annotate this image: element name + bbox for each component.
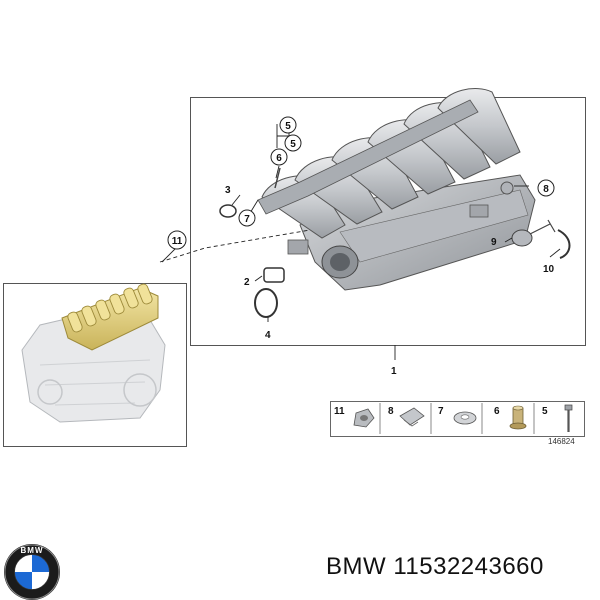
- legend-item-5: 5: [542, 404, 573, 432]
- callout-label: 7: [244, 214, 250, 225]
- callout-label: 10: [543, 264, 555, 275]
- legend-item-6: 6: [494, 405, 527, 430]
- leader-lines: [159, 124, 561, 360]
- bolt-icon: [564, 404, 573, 432]
- callout-4: 4: [265, 330, 271, 341]
- brand-name: BMW: [326, 553, 387, 580]
- callout-label: 2: [244, 277, 250, 288]
- callout-label: 6: [276, 153, 282, 164]
- callout-label: 5: [285, 121, 291, 132]
- callout-3: 3: [225, 185, 231, 196]
- clip-nut-icon: [399, 407, 425, 427]
- callout-label: 3: [225, 185, 231, 196]
- callout-9: 9: [491, 237, 497, 248]
- legend-item-11: 11: [334, 406, 375, 428]
- callout-label: 1: [391, 366, 397, 377]
- callout-label: 9: [491, 237, 497, 248]
- callout-2: 2: [244, 277, 250, 288]
- callout-8: 8: [537, 179, 555, 197]
- part-number-caption: BMW 11532243660: [326, 553, 544, 581]
- nut-icon: [353, 408, 375, 428]
- diagram-code: 146824: [548, 437, 575, 446]
- legend-items: 11 8 7 6: [334, 403, 573, 434]
- callout-label: 5: [290, 139, 296, 150]
- callout-1: 1: [391, 366, 397, 377]
- callout-label: 11: [172, 236, 183, 247]
- callout-label: 4: [265, 330, 271, 341]
- legend-item-7: 7: [438, 406, 477, 425]
- legend-number: 6: [494, 406, 500, 417]
- sealing-ring-icon: [453, 411, 477, 425]
- callout-7: 7: [238, 209, 256, 227]
- bmw-roundel-logo: BMW: [4, 544, 60, 600]
- logo-brand-text: BMW: [21, 546, 44, 555]
- callout-5-mid: 5: [284, 134, 302, 152]
- callout-10: 10: [543, 264, 555, 275]
- callout-5-top: 5: [279, 116, 297, 134]
- callout-11: 11: [167, 230, 187, 250]
- legend-number: 11: [334, 406, 345, 417]
- engine-overview-illustration: [21, 283, 166, 423]
- legend-number: 5: [542, 406, 548, 417]
- callout-6: 6: [270, 148, 288, 166]
- spacer-sleeve-icon: [509, 405, 527, 430]
- highlighted-manifold: [61, 283, 159, 351]
- legend-number: 8: [388, 406, 394, 417]
- part-number: 11532243660: [393, 553, 544, 580]
- callout-label: 8: [543, 184, 549, 195]
- legend-number: 7: [438, 406, 444, 417]
- legend-item-8: 8: [388, 406, 425, 427]
- intake-manifold-illustration: [257, 88, 536, 291]
